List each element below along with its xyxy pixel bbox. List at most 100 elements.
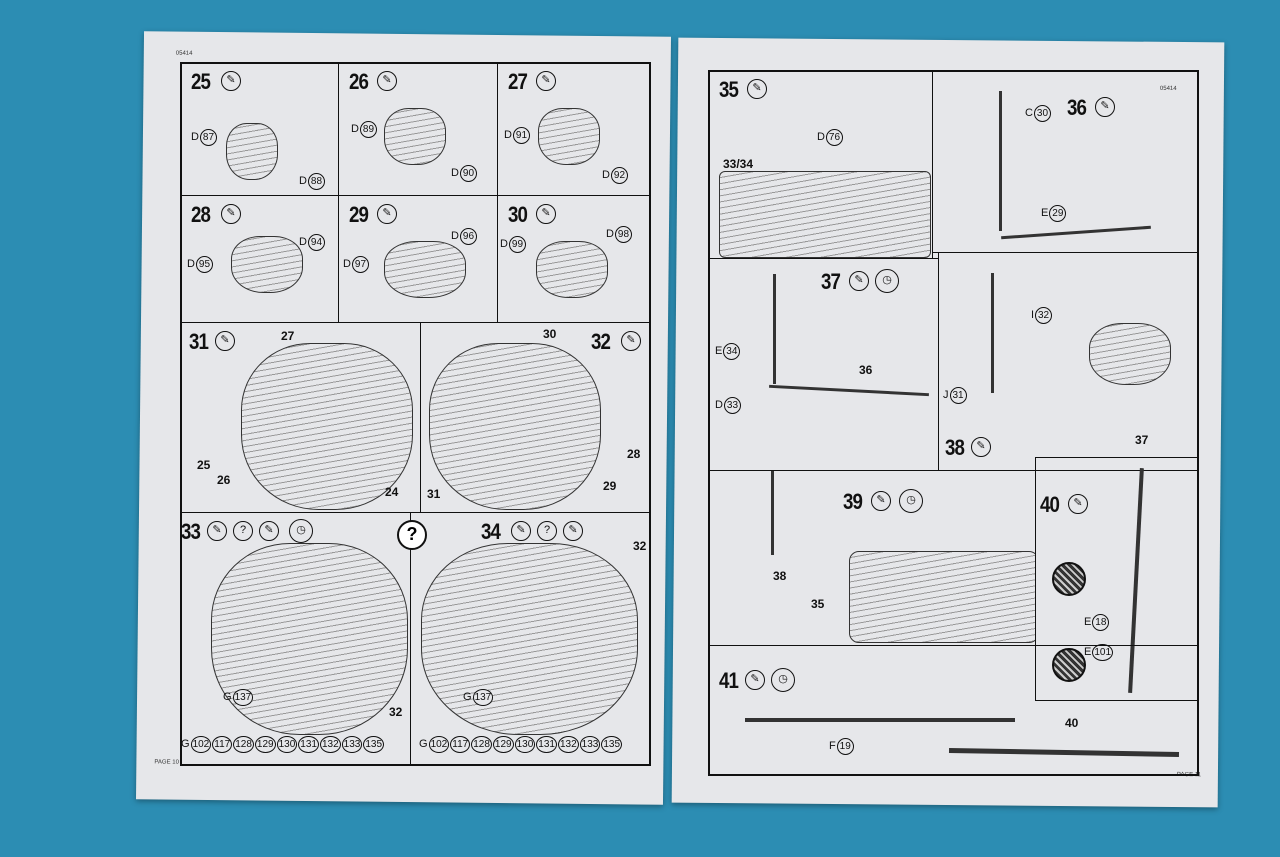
ship-stern-illustration <box>241 343 413 510</box>
step-number: 25 <box>191 69 211 94</box>
paint-icon: ✎ <box>259 521 279 541</box>
deckhouse-illustration <box>384 241 466 298</box>
mast-illustration <box>999 91 1002 231</box>
part-label: 32 <box>389 705 403 719</box>
help-icon: ? <box>537 521 557 541</box>
glue-icon: ✎ <box>971 437 991 457</box>
glue-icon: ✎ <box>745 670 765 690</box>
ship-deck-illustration <box>719 171 931 258</box>
step-number: 33 <box>181 519 201 544</box>
yard-illustration <box>769 384 929 397</box>
step-number: 38 <box>945 435 965 460</box>
glue-icon: ✎ <box>1068 494 1088 514</box>
mast-illustration <box>948 747 1180 758</box>
part-label: 30 <box>543 327 557 341</box>
part-label: 32 <box>633 539 647 553</box>
glue-icon: ✎ <box>207 521 227 541</box>
part-label: 36 <box>859 363 873 377</box>
deckhouse-illustration <box>231 236 303 293</box>
part-label: 24 <box>385 485 399 499</box>
ship-stern-illustration <box>211 543 408 735</box>
deckhouse-illustration <box>384 108 446 165</box>
step-number: 32 <box>591 329 611 354</box>
step-number: 34 <box>481 519 501 544</box>
part-label: 28 <box>627 447 641 461</box>
glue-icon: ✎ <box>377 204 397 224</box>
ship-hull-illustration <box>849 551 1035 643</box>
step-39-panel: 39 ✎ ◷ 38 35 <box>708 470 1036 646</box>
yard-illustration <box>1001 225 1151 240</box>
page-code: 05414 <box>175 50 193 57</box>
fighting-top-illustration <box>1089 323 1171 385</box>
step-number: 28 <box>191 202 211 227</box>
step-number: 39 <box>843 489 863 514</box>
glue-icon: ✎ <box>536 204 556 224</box>
glue-icon: ✎ <box>621 331 641 351</box>
part-label: 40 <box>1065 716 1079 730</box>
part-label: 37 <box>1135 433 1149 447</box>
question-mark-icon: ? <box>397 520 427 550</box>
mast-illustration <box>773 274 776 384</box>
part-label: 26 <box>217 473 231 487</box>
detail-magnifier-icon <box>1052 562 1086 596</box>
mast-illustration <box>991 273 994 393</box>
glue-icon: ✎ <box>871 491 891 511</box>
part-label: 35 <box>811 597 825 611</box>
glue-icon: ✎ <box>849 271 869 291</box>
mast-illustration <box>771 471 774 555</box>
clock-icon: ◷ <box>875 269 899 293</box>
part-label: 27 <box>281 329 295 343</box>
step-number: 30 <box>508 202 528 227</box>
part-label: 25 <box>197 458 211 472</box>
step-number: 37 <box>821 269 841 294</box>
glue-icon: ✎ <box>511 521 531 541</box>
part-label: 31 <box>427 487 441 501</box>
step-number: 31 <box>189 329 209 354</box>
glue-icon: ✎ <box>536 71 556 91</box>
part-label: 29 <box>603 479 617 493</box>
help-icon: ? <box>233 521 253 541</box>
clock-icon: ◷ <box>899 489 923 513</box>
ship-stern-illustration <box>421 543 638 735</box>
yard-illustration <box>745 718 1015 722</box>
deckhouse-illustration <box>226 123 278 180</box>
step-number: 41 <box>719 668 739 693</box>
step-31-panel: 31✎ 27 25 26 24 <box>180 322 421 513</box>
part-label: 38 <box>773 569 787 583</box>
step-number: 40 <box>1040 492 1060 517</box>
